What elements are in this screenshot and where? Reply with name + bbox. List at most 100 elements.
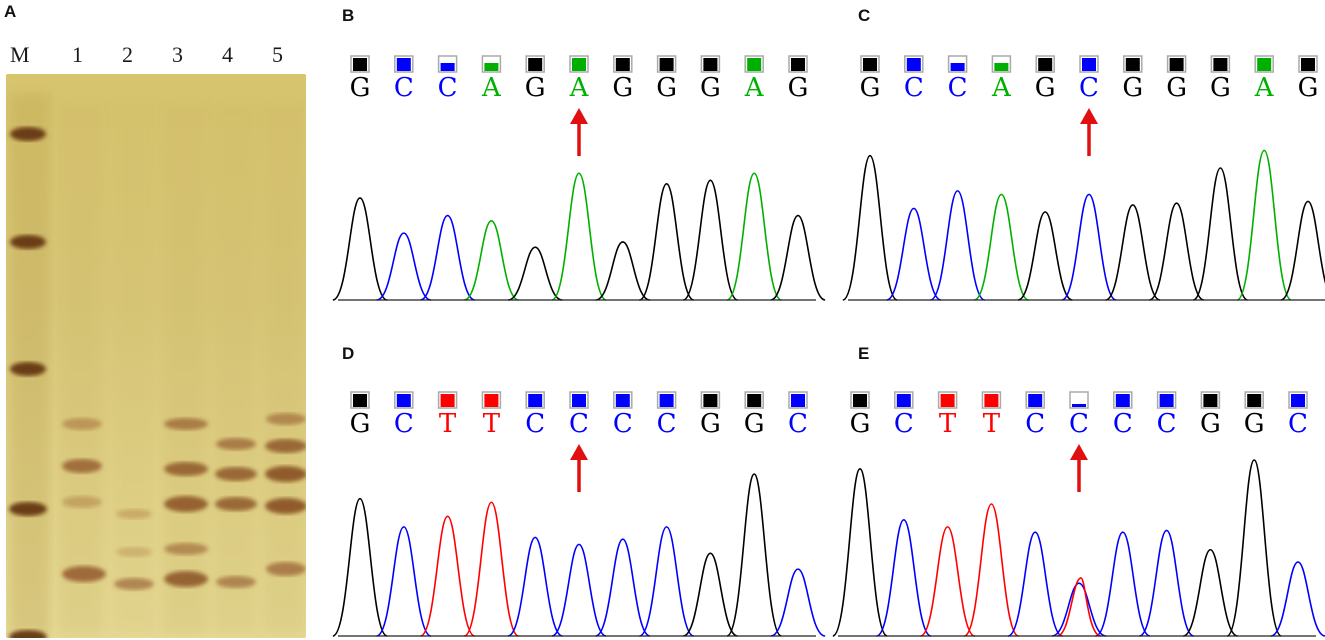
base-quality-box — [788, 55, 808, 73]
panel-letter-e: E — [858, 344, 870, 363]
base-quality-box — [656, 55, 677, 73]
trace-peak — [973, 193, 1029, 301]
gel-band — [164, 571, 208, 587]
base-call-g: G — [1244, 409, 1265, 439]
base-call-g: G — [525, 73, 546, 103]
base-quality-box — [481, 55, 502, 73]
trace-peak — [1182, 548, 1238, 637]
base-quality-box — [981, 391, 1002, 409]
base-quality-box — [894, 391, 914, 409]
base-call-c: C — [438, 73, 458, 103]
base-quality-box — [1035, 55, 1055, 73]
base-quality-box — [1069, 391, 1089, 409]
panel-letter-b: B — [342, 6, 355, 25]
base-call-a: A — [1254, 73, 1275, 103]
base-call-c: C — [1079, 73, 1099, 103]
trace-peak — [1270, 561, 1325, 637]
base-quality-box — [394, 391, 414, 409]
mutation-arrow — [570, 444, 588, 492]
gel-panel: M 1 2 3 4 5 — [0, 36, 310, 640]
panel-letter-a: A — [4, 2, 17, 21]
trace-peak — [842, 154, 898, 301]
base-quality-box — [1288, 391, 1308, 409]
trace-peak — [1192, 167, 1248, 301]
base-call-g: G — [1166, 73, 1187, 103]
base-call-c: C — [394, 409, 414, 439]
marker-band — [10, 362, 46, 376]
lane-label-1: 1 — [72, 42, 83, 67]
base-quality-box — [1244, 391, 1264, 409]
base-call-g: G — [700, 409, 721, 439]
lane-label-3: 3 — [172, 42, 183, 67]
trace-peak — [595, 241, 651, 301]
base-quality-box — [613, 55, 633, 73]
trace-peak — [507, 536, 563, 637]
base-call-g: G — [850, 409, 871, 439]
gel-band — [266, 562, 306, 576]
base-quality-box — [481, 391, 502, 409]
base-call-t: T — [483, 409, 501, 439]
base-quality-box — [1025, 391, 1045, 409]
trace-peak — [551, 172, 607, 301]
trace-peak — [507, 246, 563, 301]
base-call-c: C — [613, 409, 633, 439]
base-quality-box — [744, 391, 764, 409]
base-quality-box — [1298, 55, 1318, 73]
gel-band — [216, 438, 256, 450]
marker-band — [9, 502, 47, 516]
gel-band — [265, 498, 306, 514]
base-quality-box — [1200, 391, 1221, 409]
gel-band — [164, 462, 208, 476]
base-quality-box — [613, 391, 633, 409]
trace-peak — [920, 526, 976, 637]
base-quality-box — [569, 55, 589, 73]
base-call-g: G — [612, 73, 633, 103]
mutation-arrow — [1080, 108, 1098, 156]
marker-band — [9, 630, 47, 638]
base-quality-box — [904, 55, 924, 73]
base-call-g: G — [1035, 73, 1056, 103]
base-quality-box — [744, 55, 764, 73]
base-quality-box — [1113, 391, 1133, 409]
marker-band — [10, 235, 46, 249]
base-quality-box — [860, 55, 880, 73]
trace-peak — [551, 543, 607, 637]
gel-band — [62, 459, 102, 473]
trace-peak — [639, 526, 695, 637]
gel-band — [266, 413, 306, 425]
base-call-t: T — [983, 409, 1001, 439]
base-quality-box — [850, 391, 870, 409]
base-call-c: C — [1157, 409, 1177, 439]
marker-band — [10, 127, 46, 141]
trace-peak — [639, 183, 695, 301]
trace-peak — [463, 501, 519, 637]
trace-peak — [832, 467, 888, 637]
base-quality-box — [437, 55, 458, 73]
base-call-c: C — [1113, 409, 1133, 439]
trace-peak — [376, 232, 432, 301]
base-call-c: C — [894, 409, 914, 439]
trace-peak — [682, 552, 738, 637]
base-call-c: C — [948, 73, 968, 103]
base-call-a: A — [744, 73, 765, 103]
trace-peak — [770, 214, 826, 301]
base-call-g: G — [656, 73, 677, 103]
base-call-a: A — [481, 73, 502, 103]
base-call-c: C — [569, 409, 589, 439]
gel-image — [6, 74, 306, 638]
base-quality-box — [656, 391, 677, 409]
base-call-g: G — [1298, 73, 1319, 103]
base-call-c: C — [788, 409, 808, 439]
lane-label-5: 5 — [272, 42, 283, 67]
base-quality-box — [1079, 55, 1099, 73]
trace-peak — [930, 190, 986, 301]
trace-peak — [1017, 211, 1073, 301]
trace-peak — [595, 538, 651, 637]
trace-peak — [420, 515, 476, 637]
base-call-t: T — [439, 409, 457, 439]
base-call-g: G — [1200, 409, 1221, 439]
trace-peak — [682, 179, 738, 301]
gel-bands — [9, 94, 306, 638]
panel-letter-d: D — [342, 344, 355, 363]
